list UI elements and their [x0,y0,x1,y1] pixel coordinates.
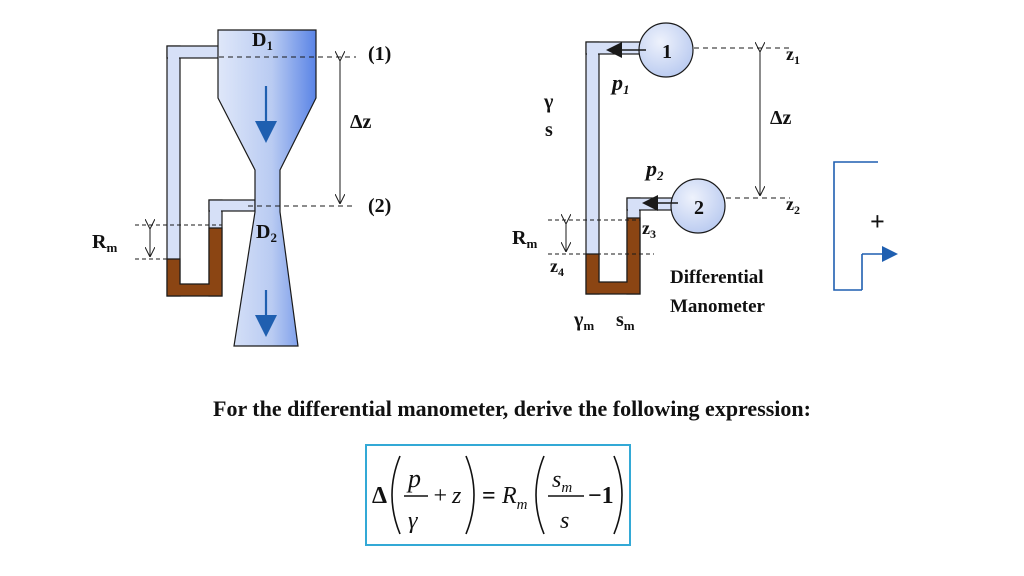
label-z1: z1 [786,44,800,67]
eq-s: s [560,508,569,534]
sign-convention-bracket [833,161,878,291]
label-s: s [545,119,553,141]
left-manometer-fluid [166,227,223,297]
label-right-delta-z: Δz [770,107,792,129]
label-s-m: sm [616,309,635,333]
label-z3: z3 [642,218,656,241]
label-z2: z2 [786,194,800,217]
equation-box: Δ p γ + z = Rm sm s −1 [365,444,631,546]
eq-right-paren-close [613,455,623,535]
eq-right-paren-open [535,455,545,535]
label-section1: (1) [368,43,391,65]
eq-z: z [451,483,462,509]
label-d1: D1 [252,29,273,53]
right-manometer-fluid [585,217,641,295]
eq-delta: Δ [372,483,387,509]
label-left-rm: Rm [92,231,117,255]
eq-gamma: γ [408,508,418,534]
sign-convention-plus: + [870,207,885,236]
label-p1: p1 [610,70,630,97]
caption-line2: Manometer [670,296,766,317]
label-left-delta-z: Δz [350,111,372,133]
label-d2: D2 [256,221,277,245]
node-1-label: 1 [662,41,672,63]
label-gamma: γ [543,91,554,113]
eq-equals: = [482,483,496,509]
node-2-label: 2 [694,197,704,219]
eq-minus-one: −1 [588,483,614,509]
eq-plus: + [432,483,448,509]
eq-s-m: sm [552,467,572,496]
label-p2: p2 [644,156,664,183]
label-right-rm: Rm [512,227,537,251]
right-manometer-diagram: 1 2 p1 p2 γ s z1 z2 z3 z4 [512,22,800,333]
sign-convention: + [833,161,898,291]
venturi-body [217,29,317,347]
eq-left-paren-close [465,455,475,535]
label-z4: z4 [550,256,564,279]
node-2 [670,178,726,234]
caption-line1: Differential [670,267,764,288]
left-venturi-diagram: D1 D2 (1) (2) Δz Rm [92,29,391,347]
label-section2: (2) [368,195,391,217]
eq-p: p [406,464,421,493]
eq-rm: Rm [501,483,528,513]
eq-left-paren-open [391,455,401,535]
equation-border [365,444,631,546]
prompt-text: For the differential manometer, derive t… [213,396,811,421]
label-gamma-m: γm [573,309,594,333]
